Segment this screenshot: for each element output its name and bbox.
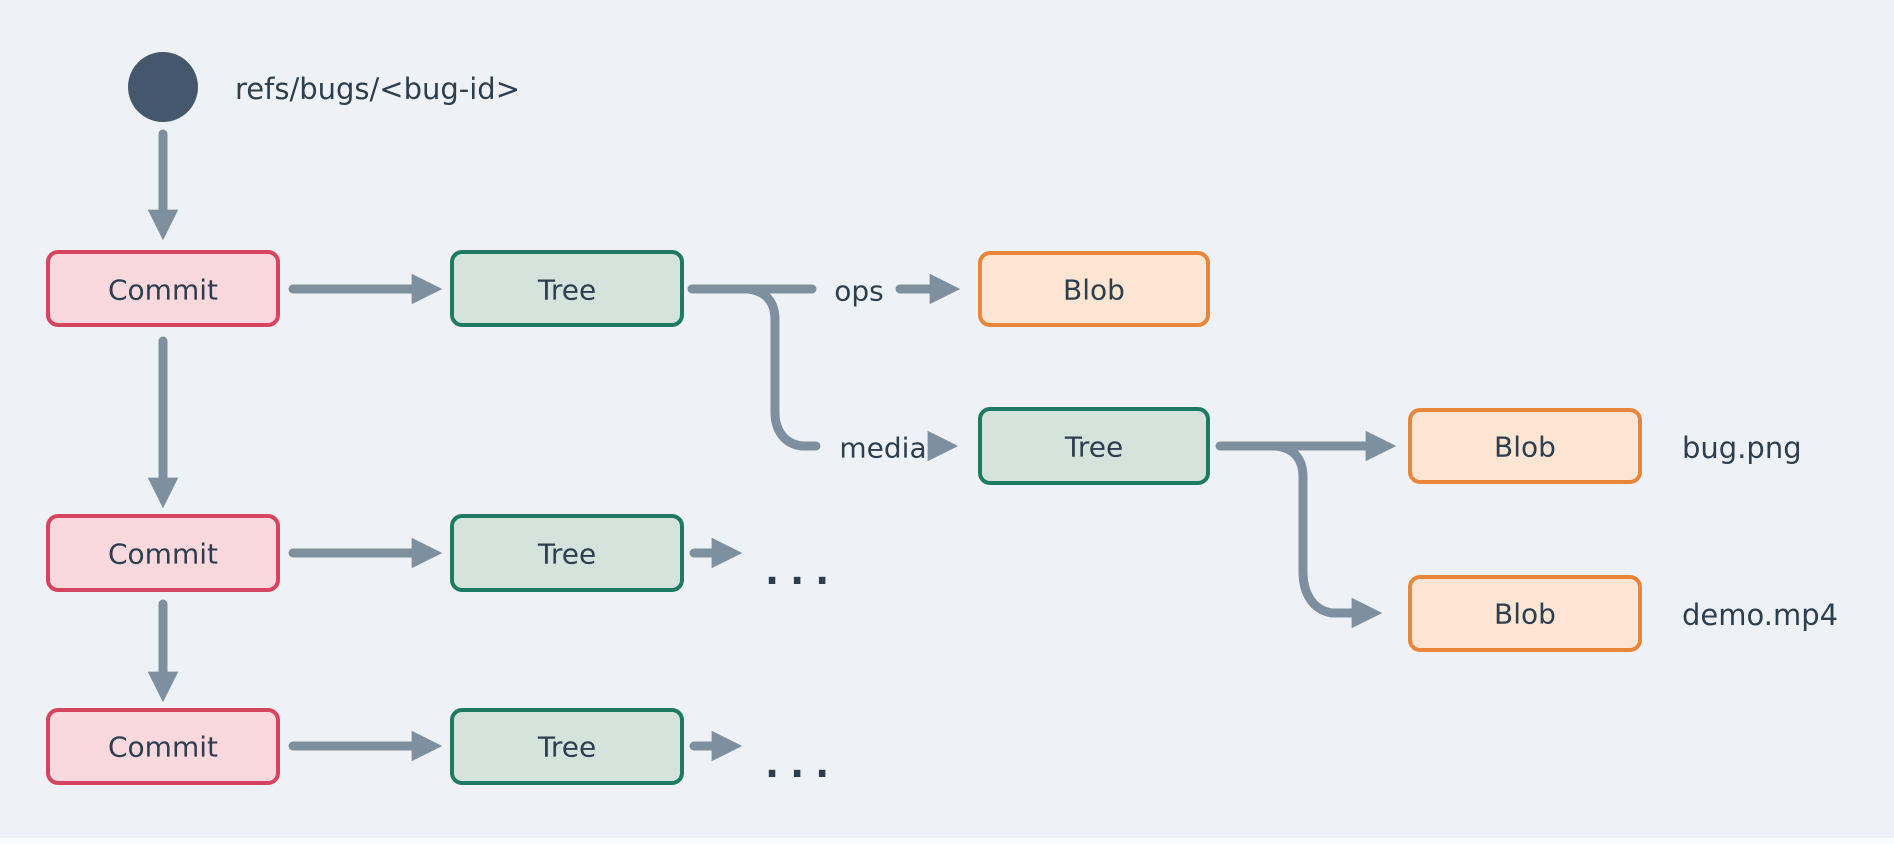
node-commit-1: Commit bbox=[46, 250, 280, 327]
tree-media-label: Tree bbox=[1064, 431, 1123, 464]
ellipsis-row3: ... bbox=[760, 741, 835, 787]
blob-bug-label: Blob bbox=[1494, 431, 1556, 464]
tree-3-label: Tree bbox=[537, 731, 596, 764]
node-tree-1: Tree bbox=[450, 250, 684, 327]
commit-1-label: Commit bbox=[108, 274, 218, 307]
edge-treemedia-branch-to-blob-demo bbox=[1271, 441, 1383, 629]
node-blob-ops: Blob bbox=[978, 251, 1210, 327]
node-tree-2: Tree bbox=[450, 514, 684, 592]
ref-label: refs/bugs/<bug-id> bbox=[235, 72, 520, 106]
node-tree-3: Tree bbox=[450, 708, 684, 785]
bottom-strip bbox=[0, 838, 1894, 844]
tree-1-label: Tree bbox=[537, 274, 596, 307]
commit-2-label: Commit bbox=[108, 538, 218, 571]
file-label-demo-mp4: demo.mp4 bbox=[1682, 598, 1838, 632]
tree-1-box bbox=[450, 250, 684, 327]
ref-node-circle bbox=[128, 52, 198, 122]
blob-ops-box bbox=[978, 251, 1210, 327]
blob-bug-box bbox=[1408, 408, 1642, 484]
edge-tree1-branch-to-media bbox=[743, 284, 821, 451]
node-tree-media: Tree bbox=[978, 407, 1210, 485]
edge-label-media: media bbox=[839, 432, 926, 465]
edge-label-ops: ops bbox=[834, 275, 884, 308]
file-label-bug-png: bug.png bbox=[1682, 431, 1802, 465]
commit-3-box bbox=[46, 708, 280, 785]
node-commit-2: Commit bbox=[46, 514, 280, 592]
node-blob-demo: Blob bbox=[1408, 575, 1642, 652]
tree-media-box bbox=[978, 407, 1210, 485]
blob-ops-label: Blob bbox=[1063, 274, 1125, 307]
node-blob-bug: Blob bbox=[1408, 408, 1642, 484]
commit-2-box bbox=[46, 514, 280, 592]
tree-2-box bbox=[450, 514, 684, 592]
tree-3-box bbox=[450, 708, 684, 785]
node-commit-3: Commit bbox=[46, 708, 280, 785]
ellipsis-row2: ... bbox=[760, 548, 835, 594]
commit-3-label: Commit bbox=[108, 731, 218, 764]
blob-demo-box bbox=[1408, 575, 1642, 652]
commit-1-box bbox=[46, 250, 280, 327]
tree-2-label: Tree bbox=[537, 538, 596, 571]
blob-demo-label: Blob bbox=[1494, 598, 1556, 631]
